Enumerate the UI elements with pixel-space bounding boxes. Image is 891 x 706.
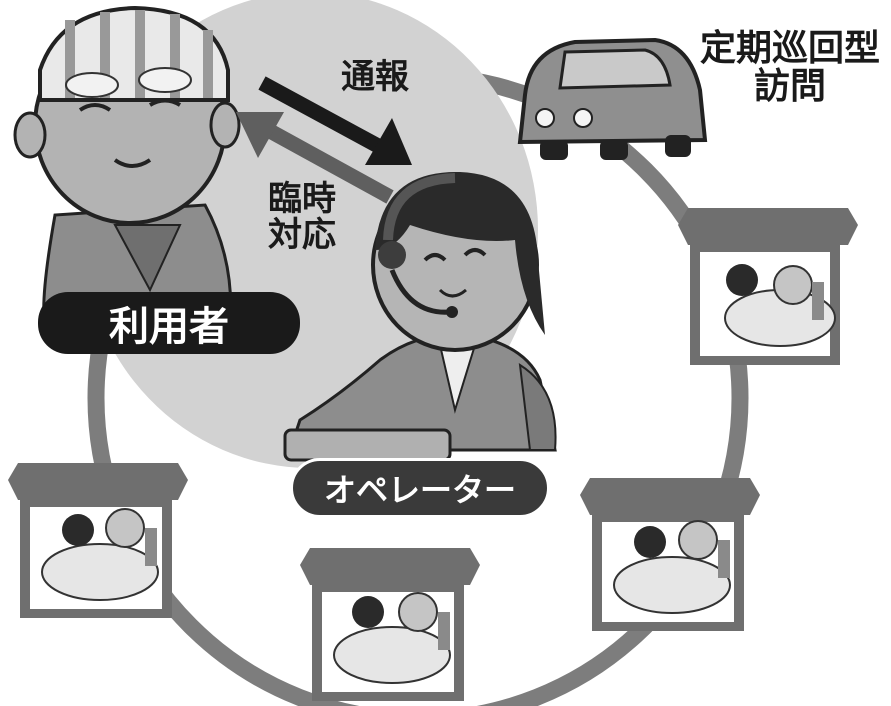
- emergency-label-line1: 臨時: [268, 179, 336, 219]
- operator-badge: オペレーター: [290, 458, 550, 518]
- house-bottom-center: [300, 548, 480, 701]
- house-bottom-left: [8, 463, 188, 618]
- emergency-response-arrow: [236, 112, 394, 204]
- report-label: 通報: [341, 57, 409, 97]
- emergency-label-line2: 対応: [268, 214, 336, 255]
- car-illustration: [517, 37, 708, 160]
- report-arrow: [258, 76, 412, 165]
- regular-visit-line1: 定期巡回型: [699, 28, 880, 69]
- operator-illustration: [283, 171, 557, 462]
- house-bottom-right: [580, 478, 760, 631]
- emergency-response-label: 臨時 対応: [262, 179, 342, 255]
- elderly-user-illustration: [13, 5, 241, 327]
- regular-visit-label: 定期巡回型 訪問: [692, 30, 888, 106]
- user-badge: 利用者: [38, 292, 300, 354]
- house-top-right: [678, 208, 858, 365]
- regular-visit-line2: 訪問: [753, 65, 826, 107]
